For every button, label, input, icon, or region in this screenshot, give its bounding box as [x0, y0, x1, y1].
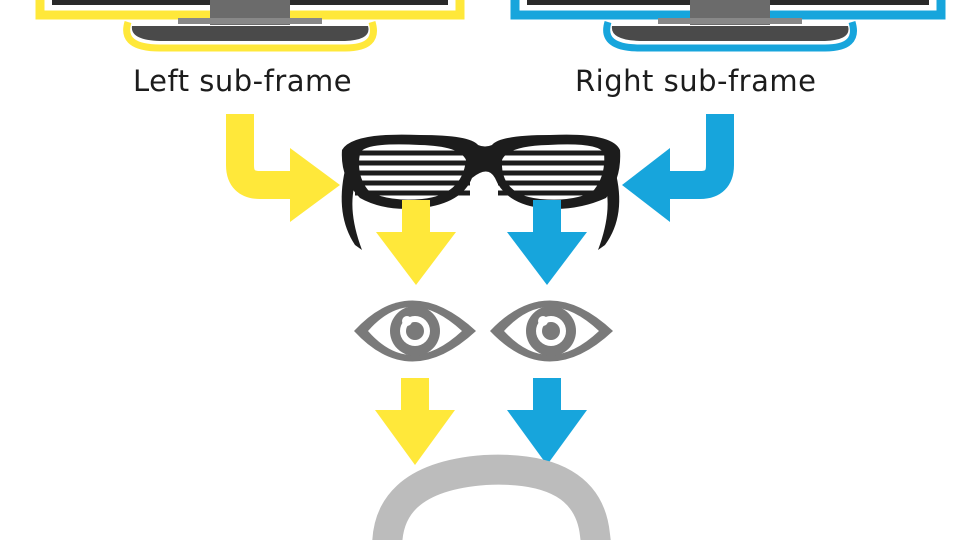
left-arrow-to-brain-icon: [375, 378, 455, 465]
right-monitor-icon: [510, 0, 946, 52]
left-monitor-icon: [35, 0, 465, 52]
left-subframe-label: Left sub-frame: [133, 64, 353, 98]
right-subframe-label: Right sub-frame: [575, 64, 817, 98]
brain-icon: [372, 454, 611, 540]
left-arrow-to-glasses-icon: [226, 114, 340, 222]
shutter-glasses-icon: [341, 134, 621, 250]
right-arrow-to-glasses-icon: [622, 114, 734, 222]
right-arrow-to-eye-icon: [507, 200, 587, 285]
right-arrow-to-brain-icon: [507, 378, 587, 465]
left-arrow-to-eye-icon: [376, 200, 456, 285]
left-eye-icon: [354, 300, 476, 362]
right-eye-icon: [490, 300, 613, 362]
